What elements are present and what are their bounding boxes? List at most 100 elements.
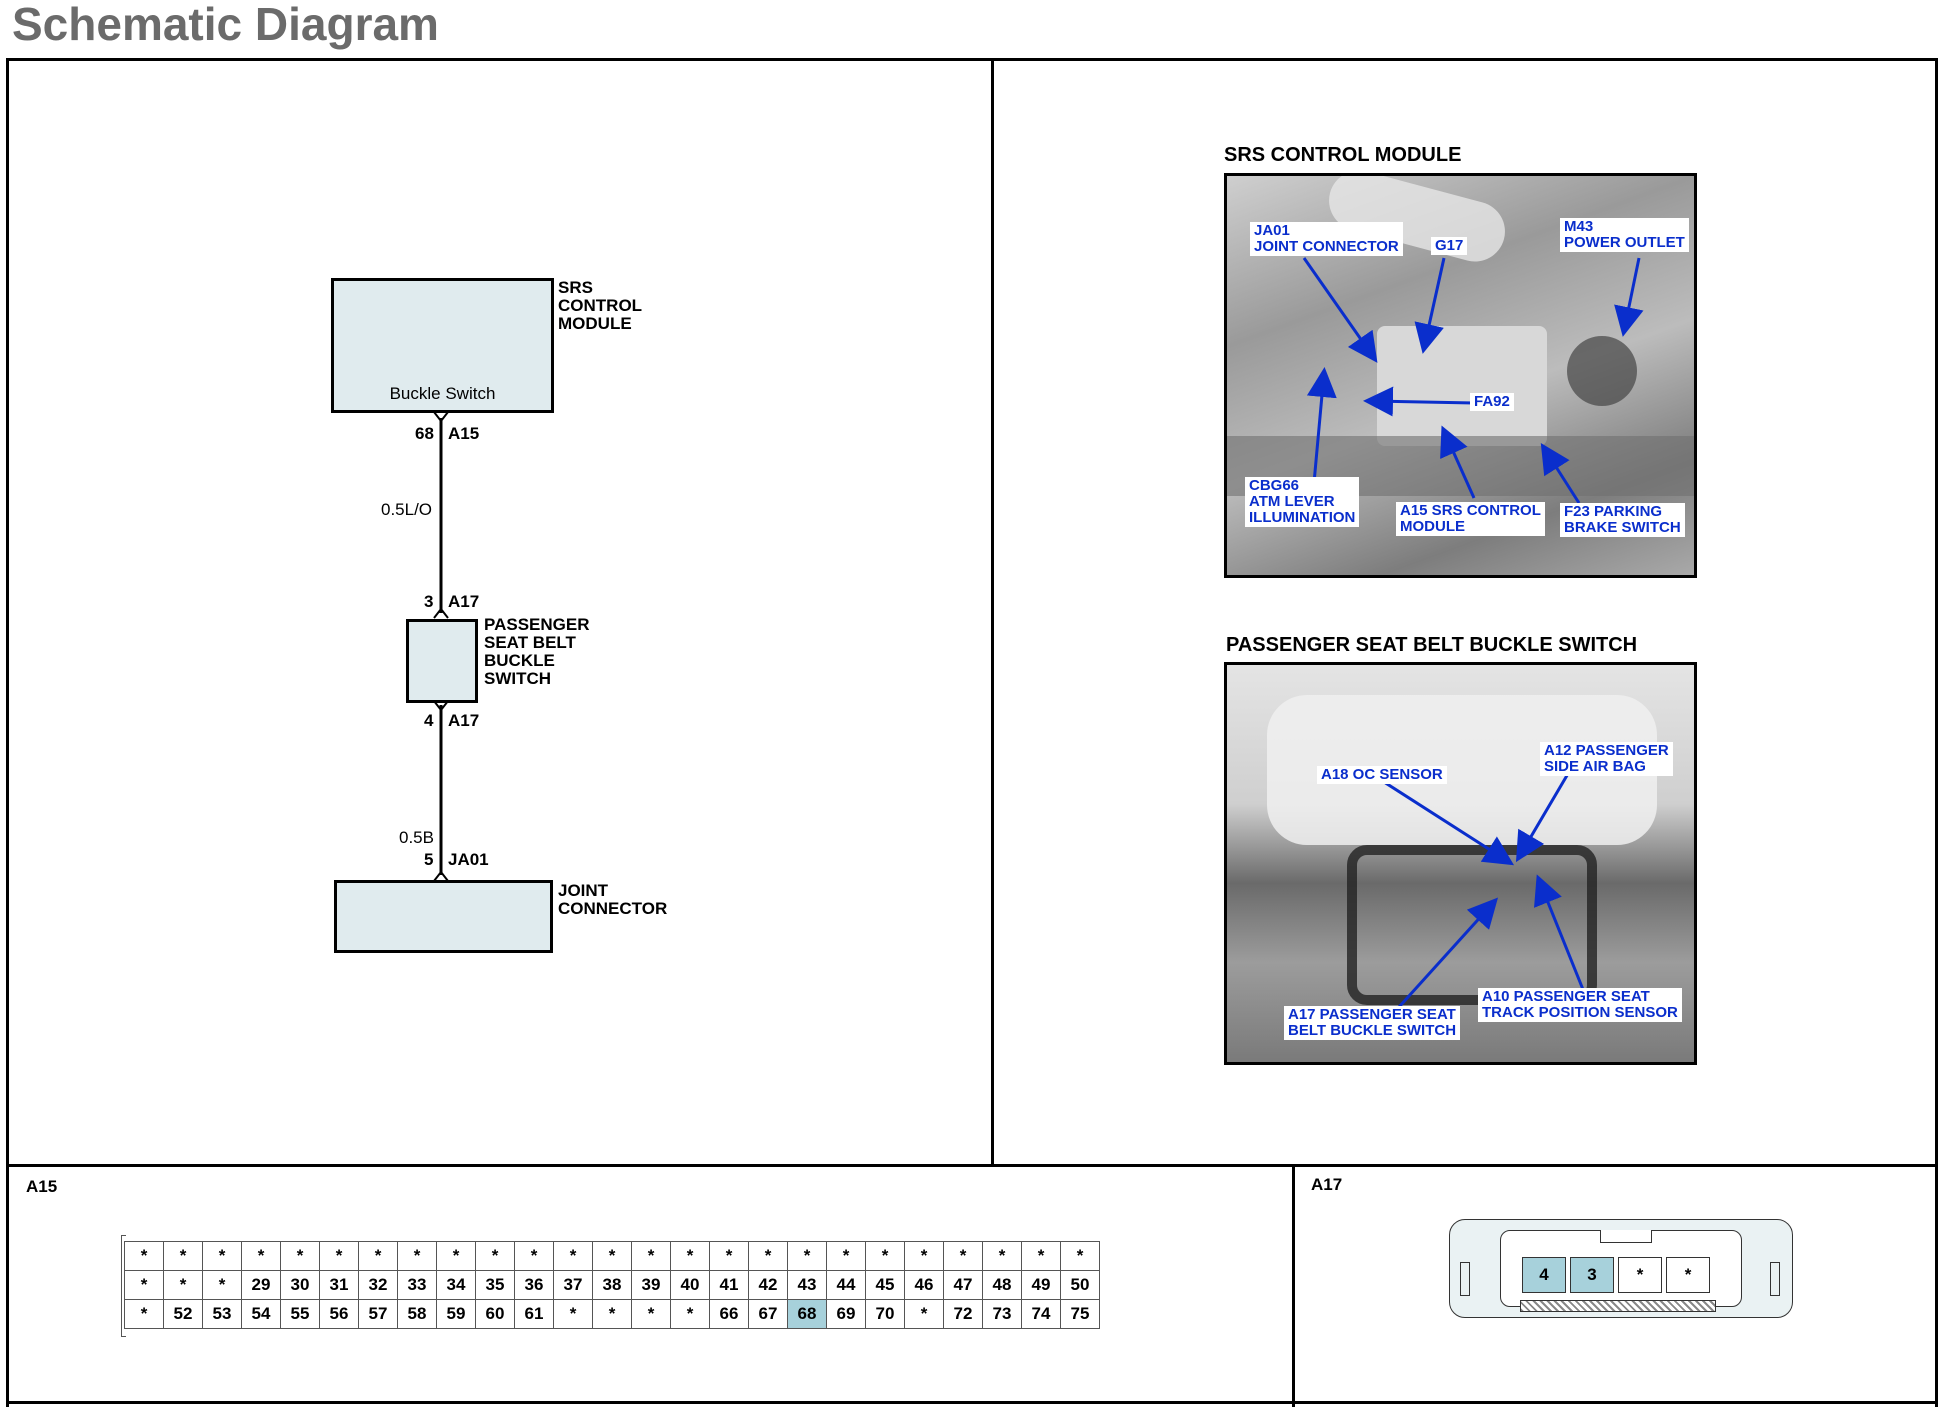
a17-bottom-connector-label: A17 <box>448 711 480 730</box>
a15-pin-cell: * <box>826 1241 866 1271</box>
callout-cbg66: CBG66 ATM LEVER ILLUMINATION <box>1245 477 1360 527</box>
buckle-switch-component-label: PASSENGER SEAT BELT BUCKLE SWITCH <box>484 615 590 688</box>
callout-a15: A15 SRS CONTROL MODULE <box>1396 502 1545 536</box>
a15-pin-cell: * <box>709 1241 749 1271</box>
a15-pin-cell: 50 <box>1060 1270 1100 1300</box>
wire-top-label: 0.5L/O <box>381 500 433 519</box>
a15-pin-cell: * <box>319 1241 359 1271</box>
joint-connector-label: JOINT CONNECTOR <box>558 881 668 918</box>
callout-f23: F23 PARKING BRAKE SWITCH <box>1560 503 1685 537</box>
a15-pin-cell: 39 <box>631 1270 671 1300</box>
a15-pin-cell: 54 <box>241 1299 281 1329</box>
a15-pin-cell: 66 <box>709 1299 749 1329</box>
a15-pin-cell: 74 <box>1021 1299 1061 1329</box>
a15-pin-cell: * <box>124 1299 164 1329</box>
a17-pin-cell: * <box>1618 1257 1662 1293</box>
a15-pin-cell: * <box>670 1241 710 1271</box>
srs-photo-title: SRS CONTROL MODULE <box>1224 144 1462 166</box>
a15-pin-cell: 55 <box>280 1299 320 1329</box>
a17-hatched-bar <box>1520 1300 1716 1312</box>
buckle-switch-label: Buckle Switch <box>389 384 496 403</box>
ja01-connector-label: JA01 <box>448 850 489 869</box>
a15-pin-cell: * <box>787 1241 827 1271</box>
a15-pin-cell: 41 <box>709 1270 749 1300</box>
a17-side-slot-right <box>1770 1262 1780 1296</box>
a15-pin-cell: 36 <box>514 1270 554 1300</box>
a15-pin-cell: * <box>163 1270 203 1300</box>
a15-pin-cell: * <box>436 1241 476 1271</box>
a15-pin-cell: 35 <box>475 1270 515 1300</box>
a15-pin-cell: * <box>553 1299 593 1329</box>
buckle-switch-box <box>406 619 478 703</box>
photo-shape <box>1567 336 1637 406</box>
a15-pin-cell: 70 <box>865 1299 905 1329</box>
a15-pin-cell: * <box>904 1241 944 1271</box>
a15-pin-cell: 72 <box>943 1299 983 1329</box>
a15-pin-cell: * <box>124 1270 164 1300</box>
wire-bottom-label: 0.5B <box>399 828 434 847</box>
a17-pin-cell: 3 <box>1570 1257 1614 1293</box>
a15-connector-latch <box>121 1235 126 1337</box>
a15-pin-cell: 49 <box>1021 1270 1061 1300</box>
a15-pin-cell: 47 <box>943 1270 983 1300</box>
a15-pin-row: ************************* <box>124 1241 1100 1271</box>
page-title: Schematic Diagram <box>12 0 439 50</box>
a15-pin-cell: 33 <box>397 1270 437 1300</box>
ja01-pin-number: 5 <box>424 850 434 869</box>
callout-g17: G17 <box>1431 237 1468 255</box>
a15-pin-cell: 58 <box>397 1299 437 1329</box>
a17-bottom-pin-number: 4 <box>424 711 434 730</box>
schematic-wires <box>433 411 449 882</box>
callout-fa92: FA92 <box>1470 393 1514 411</box>
a15-pin-cell: * <box>943 1241 983 1271</box>
a15-pin-cell: * <box>202 1270 242 1300</box>
a17-pin-cell: * <box>1666 1257 1710 1293</box>
a15-pin-cell: * <box>514 1241 554 1271</box>
a15-pin-cell: 34 <box>436 1270 476 1300</box>
a15-pin-cell: 31 <box>319 1270 359 1300</box>
a15-pin-cell: * <box>241 1241 281 1271</box>
a15-pin-cell: 42 <box>748 1270 788 1300</box>
a15-pin-cell: * <box>358 1241 398 1271</box>
a15-pin-cell: 67 <box>748 1299 788 1329</box>
a15-pin-cell: * <box>397 1241 437 1271</box>
a15-pin-cell: * <box>1021 1241 1061 1271</box>
a15-pin-cell: * <box>592 1299 632 1329</box>
bottom-border <box>6 1401 1938 1404</box>
a15-pin-cell: * <box>163 1241 203 1271</box>
a15-pin-cell: 61 <box>514 1299 554 1329</box>
a15-pin-cell: * <box>1060 1241 1100 1271</box>
callout-a18: A18 OC SENSOR <box>1317 766 1447 784</box>
a15-pin-cell: 38 <box>592 1270 632 1300</box>
a15-pin-cell: 30 <box>280 1270 320 1300</box>
a15-pin-cell: 75 <box>1060 1299 1100 1329</box>
a15-pin-cell: 37 <box>553 1270 593 1300</box>
a15-pin-cell: * <box>670 1299 710 1329</box>
a15-pin-cell: * <box>748 1241 788 1271</box>
a15-pin-cell: 44 <box>826 1270 866 1300</box>
a15-pin-cell: 40 <box>670 1270 710 1300</box>
a15-pin-cell: 32 <box>358 1270 398 1300</box>
photo-shape <box>1347 845 1597 1005</box>
callout-ja01: JA01 JOINT CONNECTOR <box>1250 222 1403 256</box>
a15-pin-cell: 57 <box>358 1299 398 1329</box>
a15-pin-cell: * <box>475 1241 515 1271</box>
a15-pin-number: 68 <box>415 424 434 443</box>
a17-top-connector-label: A17 <box>448 592 480 611</box>
a15-pin-cell: 46 <box>904 1270 944 1300</box>
a15-pin-cell: * <box>865 1241 905 1271</box>
srs-photo-arrows <box>1302 257 1644 504</box>
callout-a10: A10 PASSENGER SEAT TRACK POSITION SENSOR <box>1478 988 1682 1022</box>
buckle-photo-arrows <box>1383 771 1586 1009</box>
a17-top-pin-number: 3 <box>424 592 434 611</box>
a15-pin-cell: * <box>280 1241 320 1271</box>
a15-pin-cell: 29 <box>241 1270 281 1300</box>
a15-pin-cell: * <box>124 1241 164 1271</box>
srs-control-module-box: Buckle Switch <box>331 278 554 413</box>
a17-side-slot-left <box>1460 1262 1470 1296</box>
joint-connector-box <box>334 880 553 953</box>
a15-pin-cell: * <box>631 1241 671 1271</box>
